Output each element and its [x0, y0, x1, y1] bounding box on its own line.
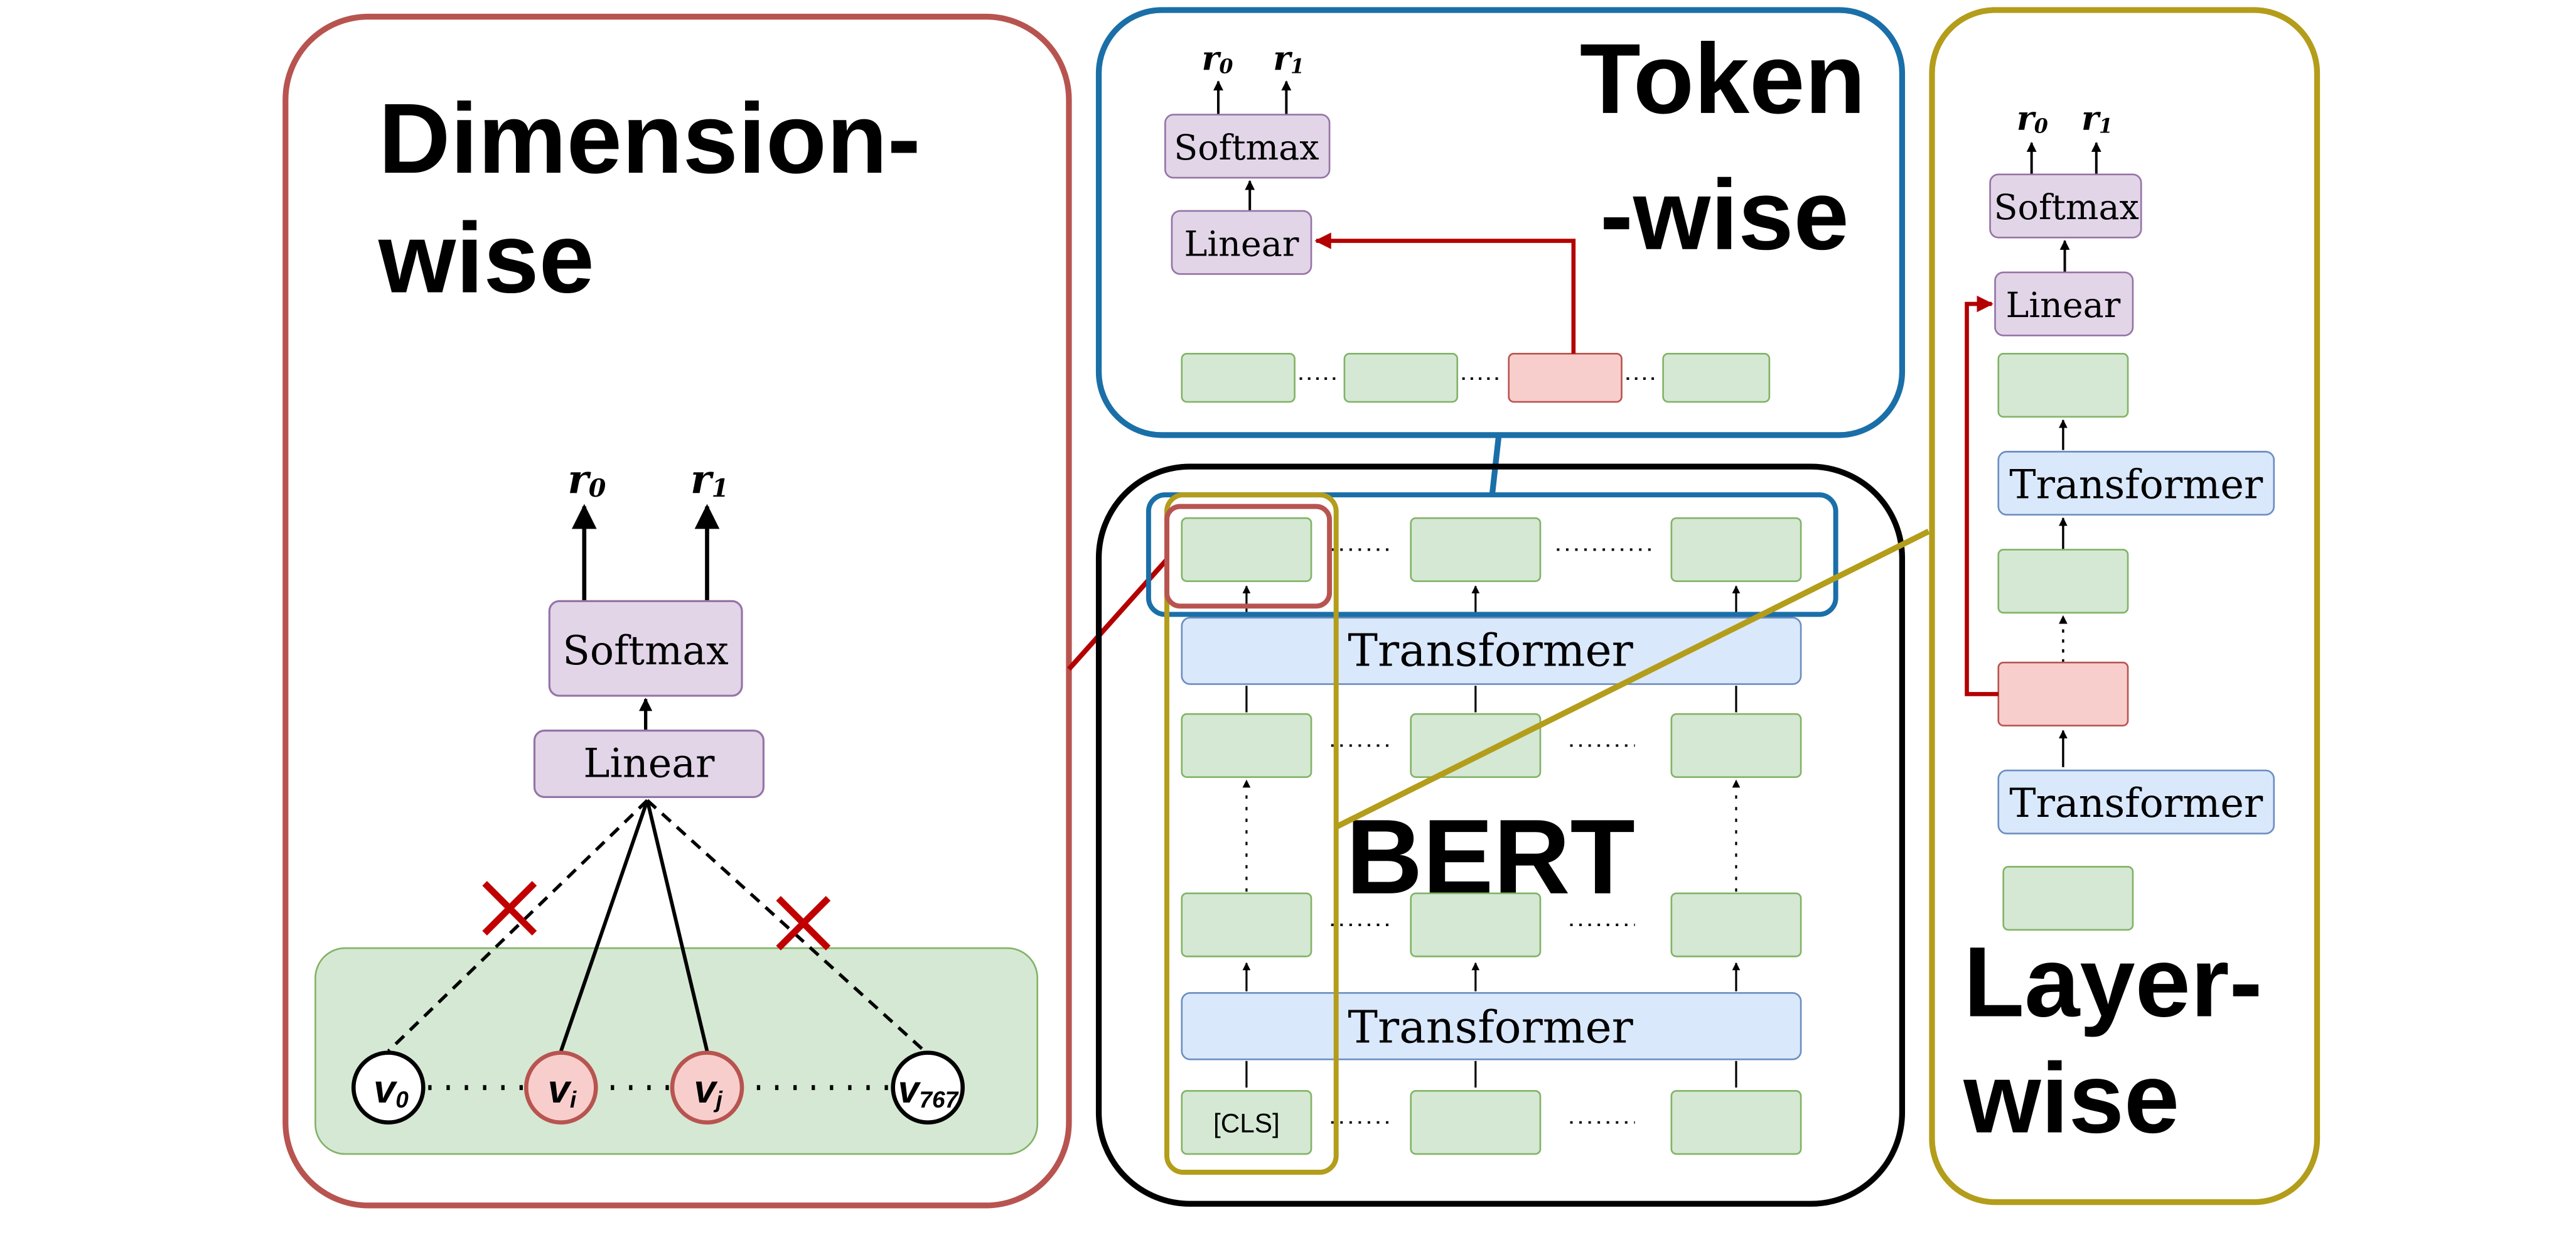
layer-transformer-top-box	[1997, 451, 2275, 516]
layer-linear-label: Linear	[2005, 285, 2120, 326]
bert-input-cell-2	[1410, 1090, 1542, 1155]
bert-top-cls-cell	[1181, 517, 1312, 582]
bert-mid-cell-2	[1410, 713, 1542, 778]
layer-to-bert-connector	[1334, 529, 1930, 830]
bert-column-connectors	[1242, 585, 1741, 1088]
dimension-node-v0-label: v0	[373, 1067, 409, 1113]
layer-wise-panel: r0 r1 Softmax Linear Transformer Transfo…	[1929, 7, 2321, 1206]
bert-transformer-top-label: Transformer	[1348, 624, 1633, 676]
token-row-cell-selected	[1508, 353, 1623, 403]
bert-input-cls-cell	[1181, 1090, 1312, 1155]
dimension-connection-vi	[559, 799, 650, 1052]
token-row-cell-2	[1343, 353, 1459, 403]
dimension-panel-title-line1: Dimension-	[378, 82, 921, 194]
layer-panel-title-line2: wise	[1963, 1042, 2179, 1154]
dimension-cross-left-icon	[482, 881, 537, 936]
dimension-node-vj	[670, 1050, 744, 1125]
dimension-node-v767	[891, 1050, 965, 1125]
layer-hidden-cell-mid	[1997, 549, 2129, 614]
layer-softmax-box	[1989, 173, 2142, 239]
token-row-cell-4	[1662, 353, 1771, 403]
bert-transformer-bottom-label: Transformer	[1348, 1001, 1633, 1054]
token-linear-label: Linear	[1184, 224, 1299, 264]
dimension-node-v0	[351, 1050, 426, 1125]
dimension-wise-panel: Dimension- wise r0 r1 Softmax Linear	[282, 13, 1072, 1209]
layer-selected-to-linear-arrow	[1965, 295, 1999, 696]
layer-softmax-label: Softmax	[1994, 187, 2139, 228]
dimension-panel-title-line2: wise	[378, 202, 594, 314]
dimension-softmax-box	[548, 600, 743, 697]
dimension-linear-box	[533, 730, 765, 798]
bert-low-cell-2	[1410, 892, 1542, 958]
bert-low-cell-3	[1670, 892, 1802, 958]
dimension-cross-right-icon	[776, 895, 831, 951]
dimension-embedding-area	[314, 947, 1039, 1155]
dimension-dropped-connection-v767	[646, 799, 926, 1052]
layer-transformer-bottom-box	[1997, 769, 2275, 834]
dimension-node-vi	[523, 1050, 598, 1125]
dimension-panel-frame	[282, 13, 1072, 1209]
dimension-node-v767-label: v767	[898, 1068, 960, 1113]
bert-input-cls-label: [CLS]	[1213, 1109, 1280, 1138]
bert-cls-column-highlight	[1164, 492, 1339, 1175]
token-panel-title-line1: Token	[1580, 23, 1865, 134]
token-row-cell-1	[1181, 353, 1296, 403]
dimension-node-vi-label: vi	[548, 1067, 577, 1113]
dimension-node-vj-label: vj	[694, 1067, 722, 1113]
bert-panel: Transformer BERT Transformer [CLS]	[1095, 463, 1906, 1207]
token-softmax-box	[1164, 114, 1331, 179]
dimension-connection-vj	[645, 800, 709, 1052]
bert-mid-cell-3	[1670, 713, 1802, 778]
layer-hidden-cell-selected	[1997, 661, 2129, 727]
dimension-output-r1: r1	[690, 455, 729, 502]
layer-linear-box	[1994, 271, 2134, 337]
token-output-r1: r1	[1273, 39, 1304, 78]
layer-panel-frame	[1929, 7, 2321, 1206]
bert-top-cell-2	[1410, 517, 1542, 582]
dimension-linear-label: Linear	[583, 740, 715, 787]
bert-last-layer-highlight	[1146, 492, 1838, 617]
bert-mid-cell-1	[1181, 713, 1312, 778]
layer-transformer-top-label: Transformer	[2009, 461, 2263, 507]
dimension-output-r0: r0	[567, 455, 606, 502]
bert-panel-frame	[1095, 463, 1906, 1207]
dimension-to-bert-connector	[1066, 558, 1169, 671]
token-wise-panel: Token -wise r0 r1 Softmax Linear	[1095, 7, 1906, 438]
token-selected-to-linear-arrow	[1314, 232, 1576, 354]
layer-hidden-cell-top	[1997, 353, 2129, 418]
token-linear-box	[1171, 210, 1312, 275]
bert-input-cell-3	[1670, 1090, 1802, 1155]
bert-top-cell-3	[1670, 517, 1802, 582]
token-output-r0: r0	[1201, 39, 1233, 78]
layer-output-r1: r1	[2081, 99, 2113, 138]
dimension-dropped-connection-v0	[387, 799, 649, 1052]
bert-cls-output-highlight	[1164, 504, 1333, 609]
token-panel-title-line2: -wise	[1600, 159, 1849, 271]
layer-transformer-bottom-label: Transformer	[2009, 780, 2263, 826]
token-softmax-label: Softmax	[1174, 127, 1319, 168]
layer-output-r0: r0	[2017, 99, 2048, 138]
dimension-softmax-label: Softmax	[562, 627, 729, 674]
bert-low-cell-1	[1181, 892, 1312, 958]
layer-input-cell	[2002, 866, 2134, 931]
layer-panel-title-line1: Layer-	[1963, 925, 2262, 1037]
token-panel-frame	[1095, 7, 1906, 438]
